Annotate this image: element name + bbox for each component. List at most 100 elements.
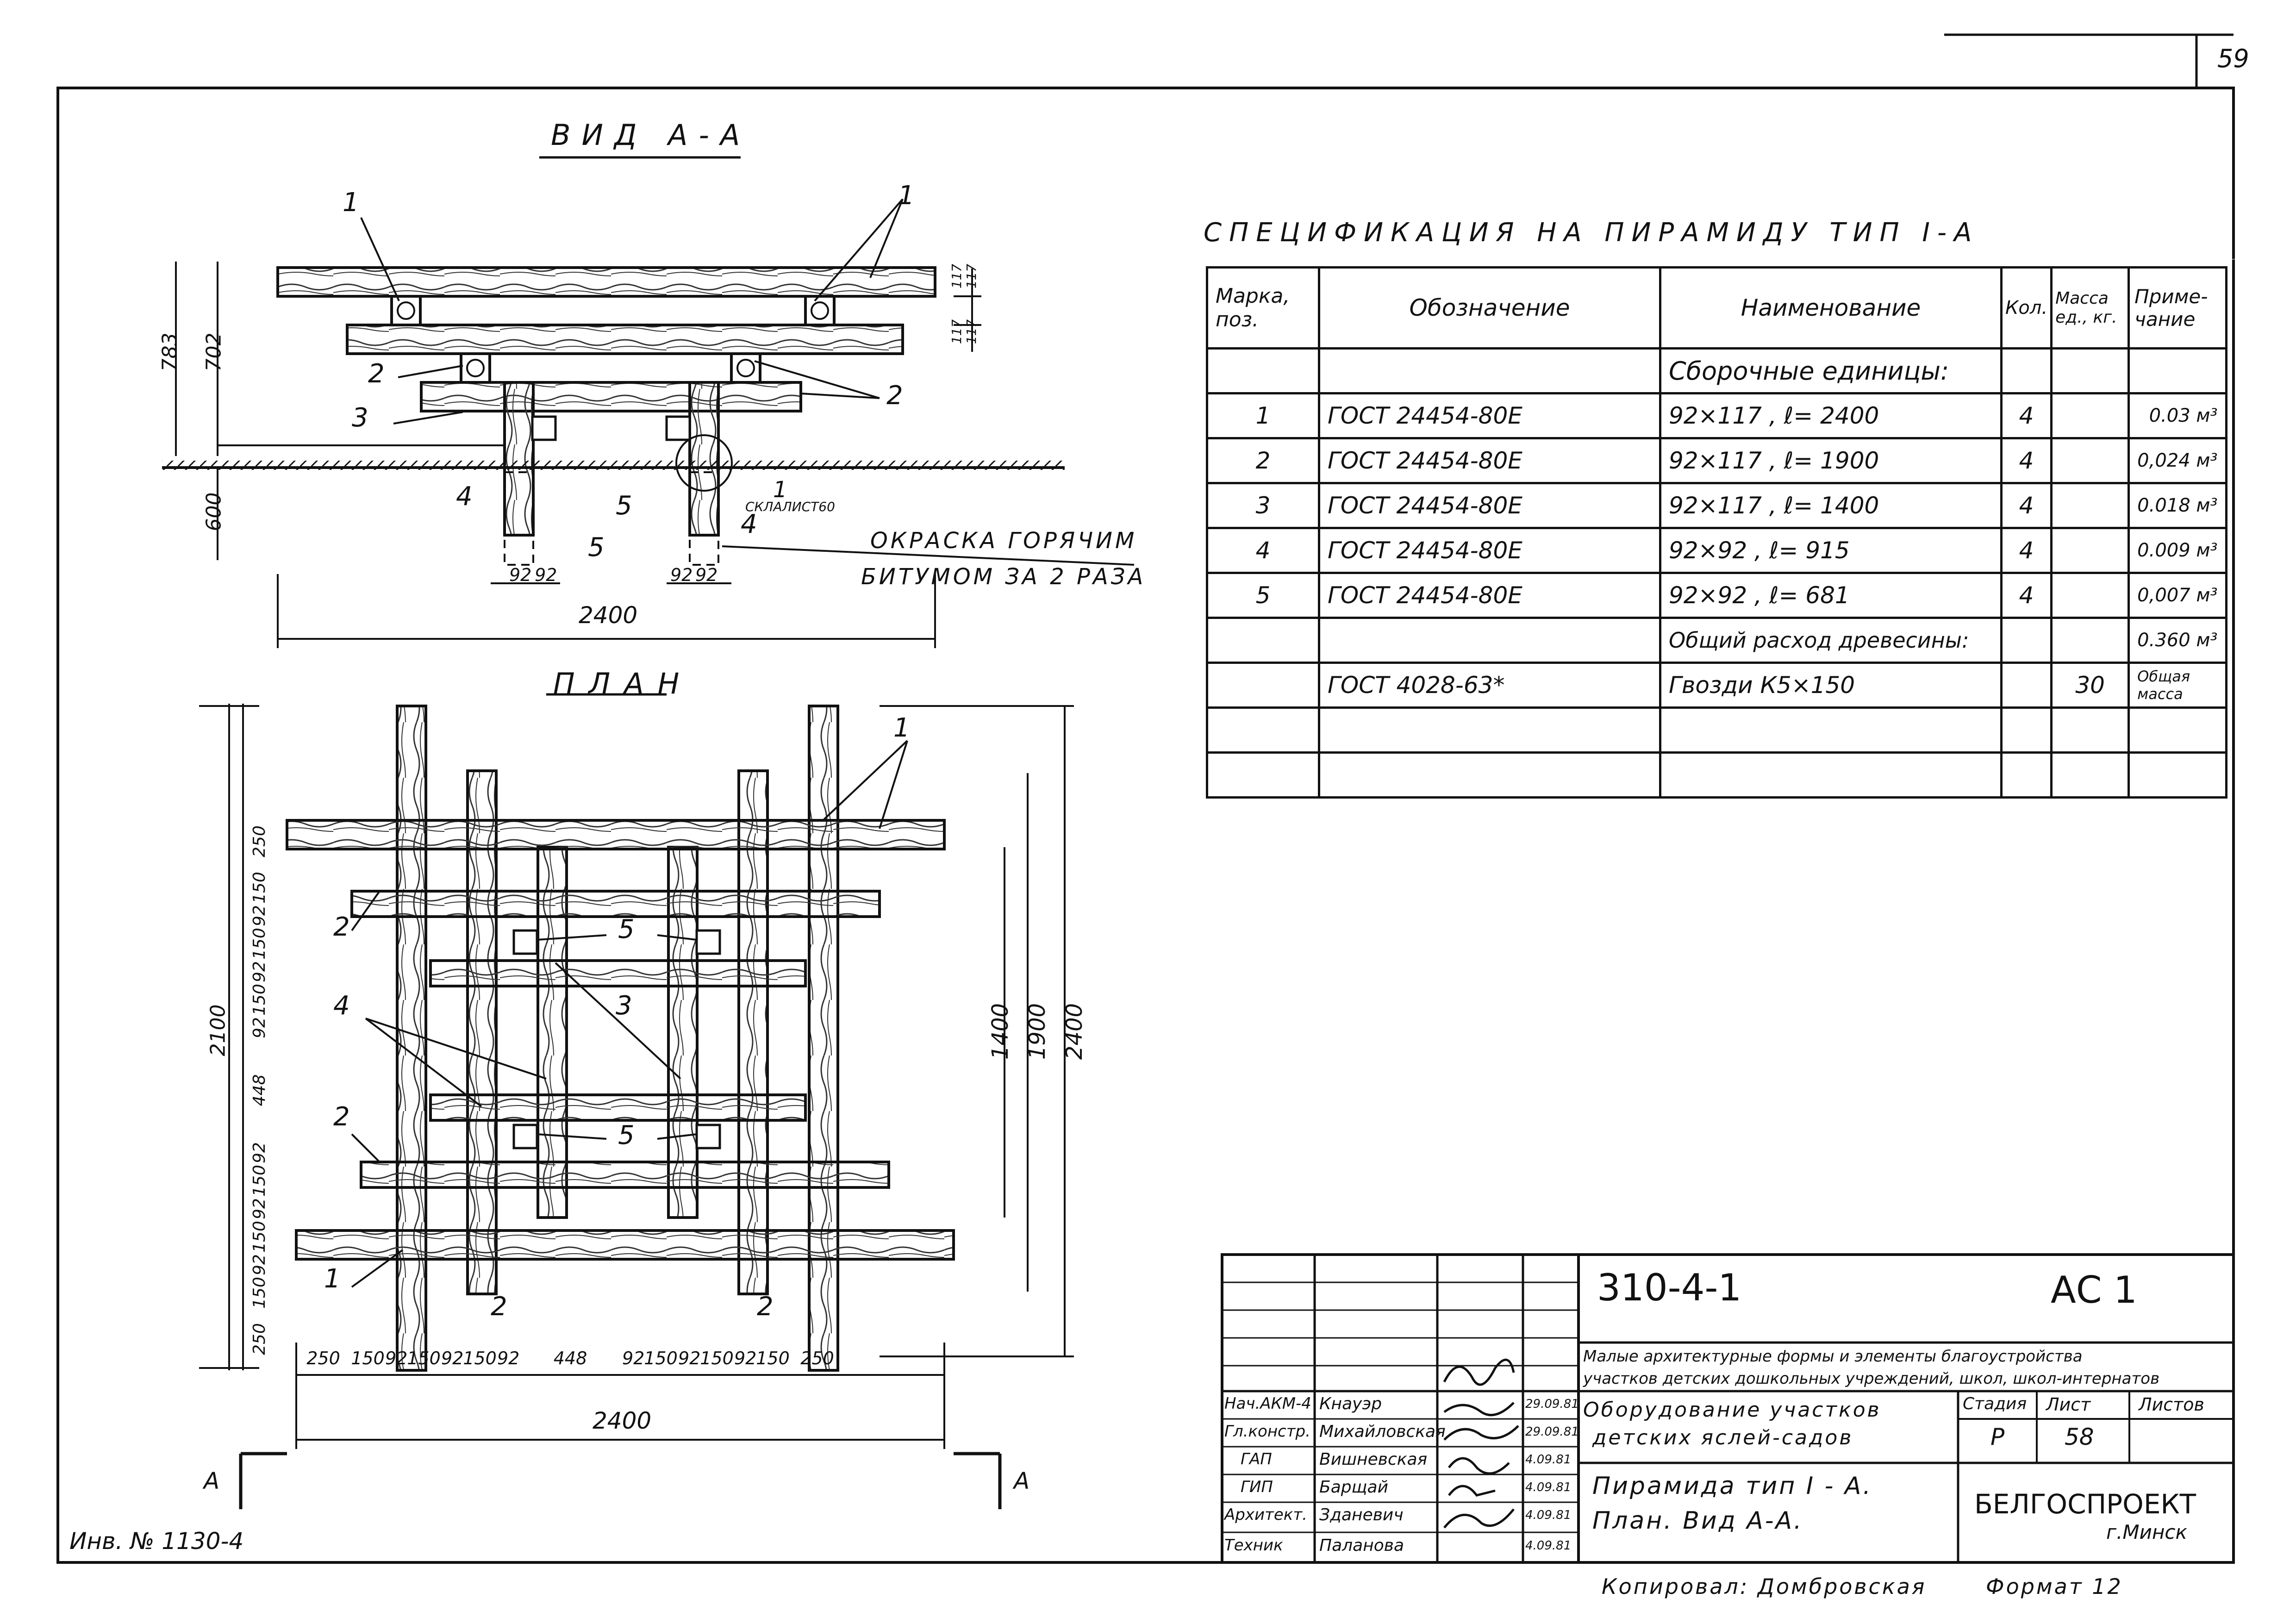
bdim-13: 92	[734, 1348, 757, 1368]
spec-designation: ГОСТ 24454-80Е	[1318, 392, 1661, 439]
dim-600: 600	[202, 492, 226, 531]
spec-qty: 4	[2000, 437, 2053, 484]
callout-2-right: 2	[886, 381, 903, 411]
staff-name: Зданевич	[1319, 1505, 1404, 1524]
plan-callout-2-a: 2	[333, 912, 350, 942]
dim-2400-aa: 2400	[579, 602, 638, 629]
series-desc-1: Малые архитектурные формы и элементы бла…	[1583, 1347, 2083, 1366]
stage-label: Стадия	[1963, 1394, 2027, 1413]
spec-mark: 4	[1206, 527, 1320, 574]
bdim-15: 250	[800, 1348, 834, 1368]
spec-note: 0,024 м³	[2128, 437, 2227, 484]
staff-date: 4.09.81	[1525, 1453, 1572, 1467]
section-mark-left: А	[204, 1468, 220, 1494]
callout-1-left: 1	[343, 187, 359, 218]
small-note: СКЛАЛИСТ60	[745, 499, 835, 514]
spec-designation: ГОСТ 24454-80Е	[1318, 437, 1661, 484]
spec-qty: 4	[2000, 572, 2053, 619]
spec-note: 0.018 м³	[2128, 482, 2227, 529]
bdim-4: 150	[407, 1348, 441, 1368]
copied-by: Копировал: Домбровская	[1602, 1574, 1927, 1599]
plan-title: ПЛАН	[553, 667, 693, 700]
spec-name: 92×117 , ℓ= 2400	[1659, 392, 2003, 439]
stage-value: Р	[1990, 1424, 2005, 1450]
bdim-7: 92	[497, 1348, 520, 1368]
sheet-title-2: План. Вид А-А.	[1592, 1507, 1803, 1535]
plan-left-total: 2100	[206, 1004, 230, 1056]
spec-header-mark: Марка, поз.	[1206, 266, 1320, 350]
plan-left-dims: 250 150 92 150 92 150 92 448 92 150 92 1…	[250, 706, 278, 1368]
staff-role: ГИП	[1241, 1478, 1273, 1496]
plan-right-dim-2400: 2400	[1061, 1003, 1088, 1060]
bdim-14: 150	[756, 1348, 790, 1368]
callout-4-right: 4	[741, 509, 757, 539]
ldim-3: 92	[250, 1254, 269, 1275]
callout-5-left: 5	[588, 532, 605, 562]
sheet-frame	[56, 87, 2235, 1564]
dim-92-c: 92	[670, 565, 693, 585]
section-mark-right: А	[1014, 1468, 1030, 1494]
title-block-lines	[1221, 1253, 2235, 1564]
spec-qty: 4	[2000, 527, 2053, 574]
object-name-1: Оборудование участков	[1583, 1398, 1881, 1422]
ldim-10: 150	[250, 984, 269, 1016]
org-name: БЕЛГОСПРОЕКТ	[1974, 1488, 2196, 1520]
dim-92-a: 92	[509, 565, 532, 585]
ldim-13: 92	[250, 905, 269, 926]
bitumen-note-1: ОКРАСКА ГОРЯЧИМ	[870, 528, 1137, 554]
ldim-11: 92	[250, 961, 269, 982]
ldim-7: 92	[250, 1142, 269, 1163]
staff-name: Михайловская	[1319, 1422, 1446, 1441]
staff-date: 4.09.81	[1525, 1508, 1572, 1522]
ldim-9: 92	[250, 1017, 269, 1038]
bdim-10: 150	[644, 1348, 678, 1368]
project-code: 310-4-1	[1597, 1266, 1742, 1309]
spec-designation: ГОСТ 24454-80Е	[1318, 572, 1661, 619]
ldim-14: 150	[250, 872, 269, 904]
plan-callout-4: 4	[333, 991, 350, 1021]
ldim-4: 150	[250, 1221, 269, 1253]
view-aa-title: ВИД А-А	[551, 118, 751, 152]
spec-name: 92×117 , ℓ= 1400	[1659, 482, 2003, 529]
staff-name: Вишневская	[1319, 1450, 1428, 1469]
inventory-number: Инв. № 1130-4	[69, 1528, 244, 1555]
dim-117-b: 117	[964, 263, 980, 289]
spec-row: 1 ГОСТ 24454-80Е 92×117 , ℓ= 2400 4 0.03…	[1206, 392, 2227, 439]
sheet-code: АС 1	[2051, 1268, 2137, 1312]
callout-4-left: 4	[456, 481, 473, 512]
plan-callout-1-top: 1	[893, 713, 910, 743]
staff-date: 29.09.81	[1525, 1425, 1579, 1439]
staff-role: Гл.констр.	[1224, 1422, 1310, 1441]
spec-total-label: Общий расход древесины:	[1659, 617, 2003, 664]
spec-name: 92×117 , ℓ= 1900	[1659, 437, 2003, 484]
ldim-6: 150	[250, 1165, 269, 1197]
spec-nails-name: Гвозди К5×150	[1659, 662, 2003, 709]
view-aa-drawing	[162, 156, 1135, 648]
ldim-8: 448	[250, 1074, 269, 1106]
spec-header-mass: Масса ед., кг.	[2050, 266, 2130, 350]
spec-note: 0.03 м³	[2128, 392, 2227, 439]
bdim-9: 92	[622, 1348, 645, 1368]
dim-117-c: 117	[949, 319, 965, 344]
spec-mark: 5	[1206, 572, 1320, 619]
plan-callout-5-bottom: 5	[618, 1120, 635, 1150]
spec-mass	[2050, 572, 2130, 619]
spec-nails-mass: 30	[2050, 662, 2130, 709]
spec-row: 4 ГОСТ 24454-80Е 92×92 , ℓ= 915 4 0.009 …	[1206, 527, 2227, 574]
ldim-12: 150	[250, 928, 269, 960]
bdim-11: 92	[678, 1348, 701, 1368]
plan-drawing	[199, 693, 1074, 1509]
plan-bottom-total: 2400	[593, 1407, 652, 1434]
bdim-1: 250	[306, 1348, 340, 1368]
spec-total-value: 0.360 м³	[2128, 617, 2227, 664]
spec-mass	[2050, 527, 2130, 574]
dim-92-b: 92	[535, 565, 557, 585]
spec-section-label: Сборочные единицы:	[1659, 347, 2003, 394]
spec-header-qty: Кол.	[2000, 266, 2053, 350]
bdim-12: 150	[700, 1348, 734, 1368]
bdim-6: 150	[463, 1348, 497, 1368]
spec-designation: ГОСТ 24454-80Е	[1318, 482, 1661, 529]
spec-note: 0.009 м³	[2128, 527, 2227, 574]
sheet-title-1: Пирамида тип I - А.	[1592, 1472, 1873, 1500]
